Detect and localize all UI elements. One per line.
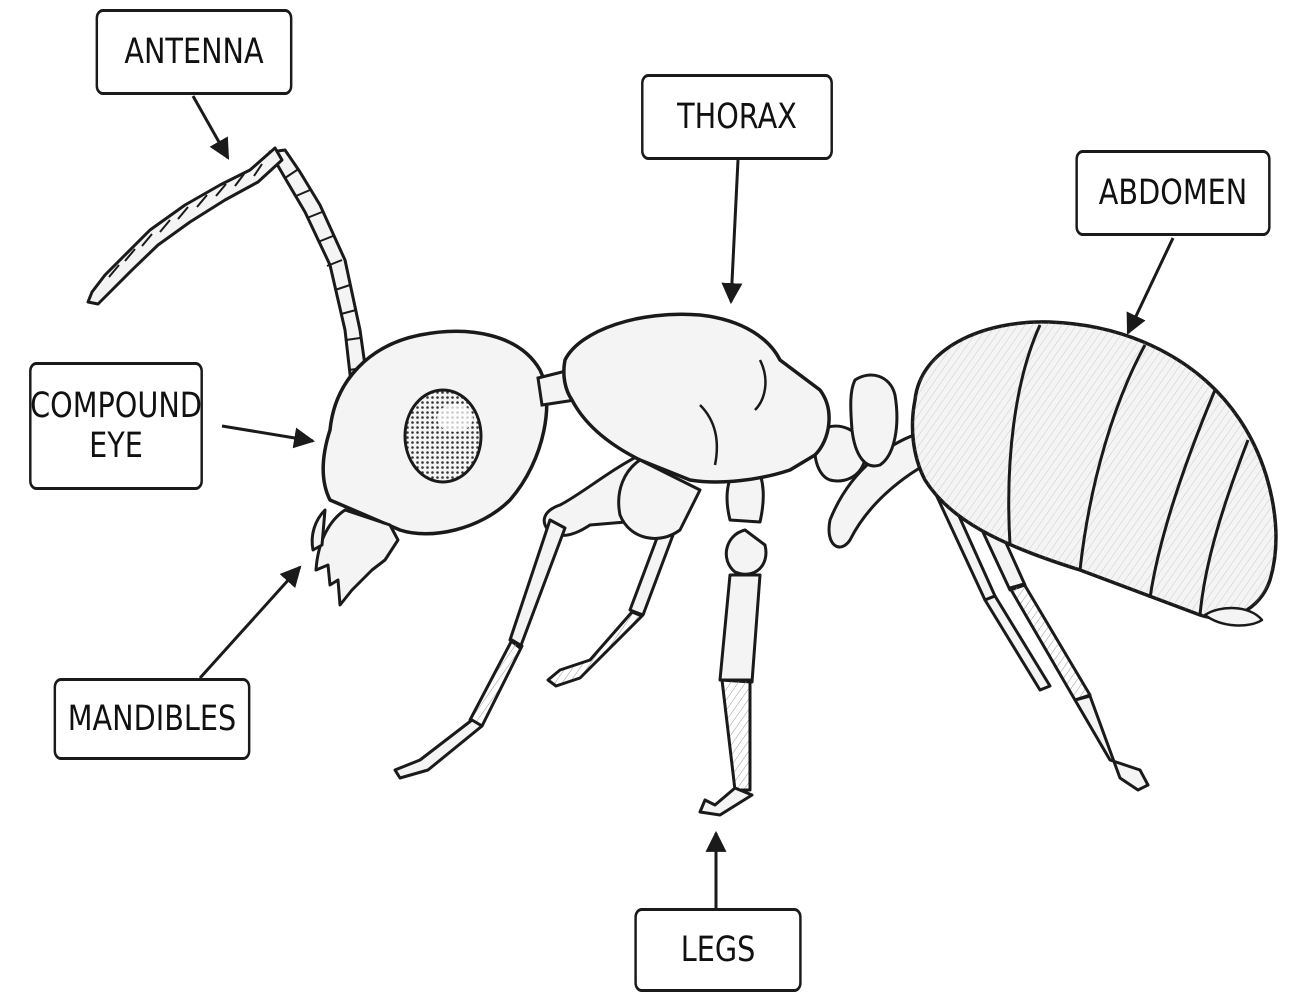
thorax-label-text: THORAX: [677, 97, 797, 137]
mandibles-arrow: [200, 567, 300, 678]
abdomen-label: ABDOMEN: [1075, 150, 1270, 236]
antenna-label: ANTENNA: [96, 9, 293, 95]
mandibles-label-text: MANDIBLES: [68, 699, 236, 739]
mandibles-label: MANDIBLES: [54, 678, 251, 760]
compound-eye-label: COMPOUND EYE: [29, 362, 203, 490]
compound-eye-label-text: COMPOUND EYE: [30, 386, 202, 466]
abdomen-label-text: ABDOMEN: [1099, 173, 1247, 213]
thorax-arrow: [731, 160, 738, 302]
compound-eye-arrow: [222, 426, 313, 441]
antenna-label-text: ANTENNA: [124, 32, 263, 72]
head: [312, 331, 547, 605]
left-mid-leg: [548, 530, 673, 686]
antenna-arrow: [193, 96, 228, 158]
abdomen: [912, 322, 1275, 626]
thorax-label: THORAX: [641, 74, 833, 160]
legs-label-text: LEGS: [681, 930, 756, 970]
mandibles: [316, 510, 398, 605]
abdomen-arrow: [1128, 238, 1173, 333]
legs-label: LEGS: [634, 908, 801, 992]
middle-leg: [700, 460, 766, 815]
